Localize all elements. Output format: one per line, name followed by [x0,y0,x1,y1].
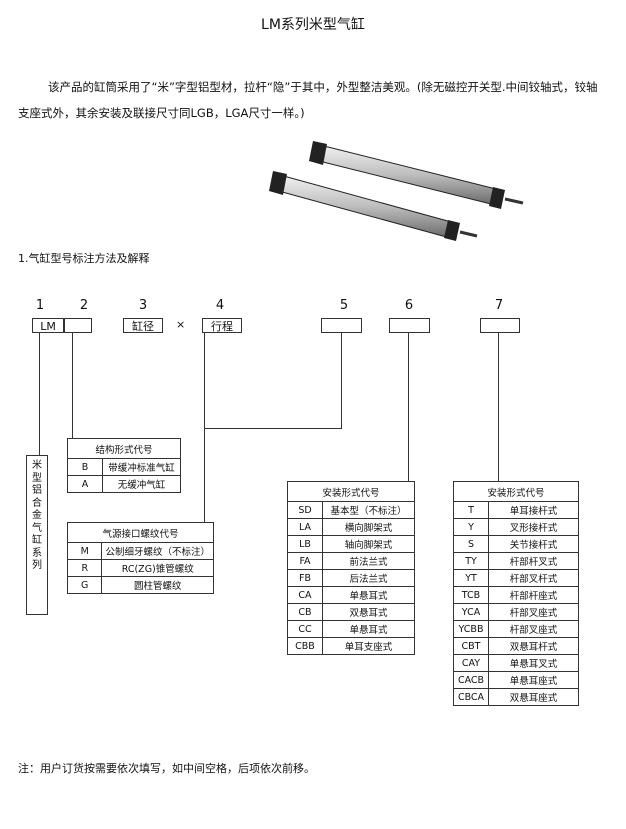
position-number-4: 4 [215,298,225,313]
joint-title: 安装形式代号 [453,481,579,502]
connector-port-v3 [204,428,205,522]
series-code-box: LM [32,318,64,333]
cylinder-rear [309,141,524,209]
position-number-6: 6 [404,298,414,313]
structure-code-box [64,318,92,333]
connector-series [39,333,40,455]
cylinder-front [269,171,478,241]
series-label: 米型铝合金气缸系列 [26,455,48,615]
joint-code-box [480,318,520,333]
product-image [269,141,524,241]
connector-structure [72,333,73,438]
connector-mount [408,333,409,481]
mount-code-box [389,318,430,333]
page-title: LM系列米型气缸 [261,17,365,33]
footnote: 注：用户订货按需要依次填写，如中间空格，后项依次前移。 [18,762,315,775]
position-number-1: 1 [35,298,45,313]
bore-box: 缸径 [123,318,163,333]
structure-title: 结构形式代号 [67,438,181,459]
connector-port-v1 [204,333,205,428]
intro-paragraph: 该产品的缸筒采用了“米”字型铝型材，拉杆“隐”于其中，外型整洁美观。(除无磁控开… [18,80,598,120]
port-code-box [321,318,362,333]
stroke-box: 行程 [202,318,242,333]
mount-title: 安装形式代号 [287,481,415,502]
times-sign: × [176,318,186,331]
position-number-3: 3 [138,298,148,313]
position-number-5: 5 [339,298,349,313]
position-number-7: 7 [494,298,504,313]
port-title: 气源接口螺纹代号 [67,522,214,543]
position-number-2: 2 [79,298,89,313]
connector-joint [498,333,499,481]
section-title: 1.气缸型号标注方法及解释 [18,252,150,265]
connector-port-v2 [341,333,342,429]
connector-port-h [204,428,341,429]
